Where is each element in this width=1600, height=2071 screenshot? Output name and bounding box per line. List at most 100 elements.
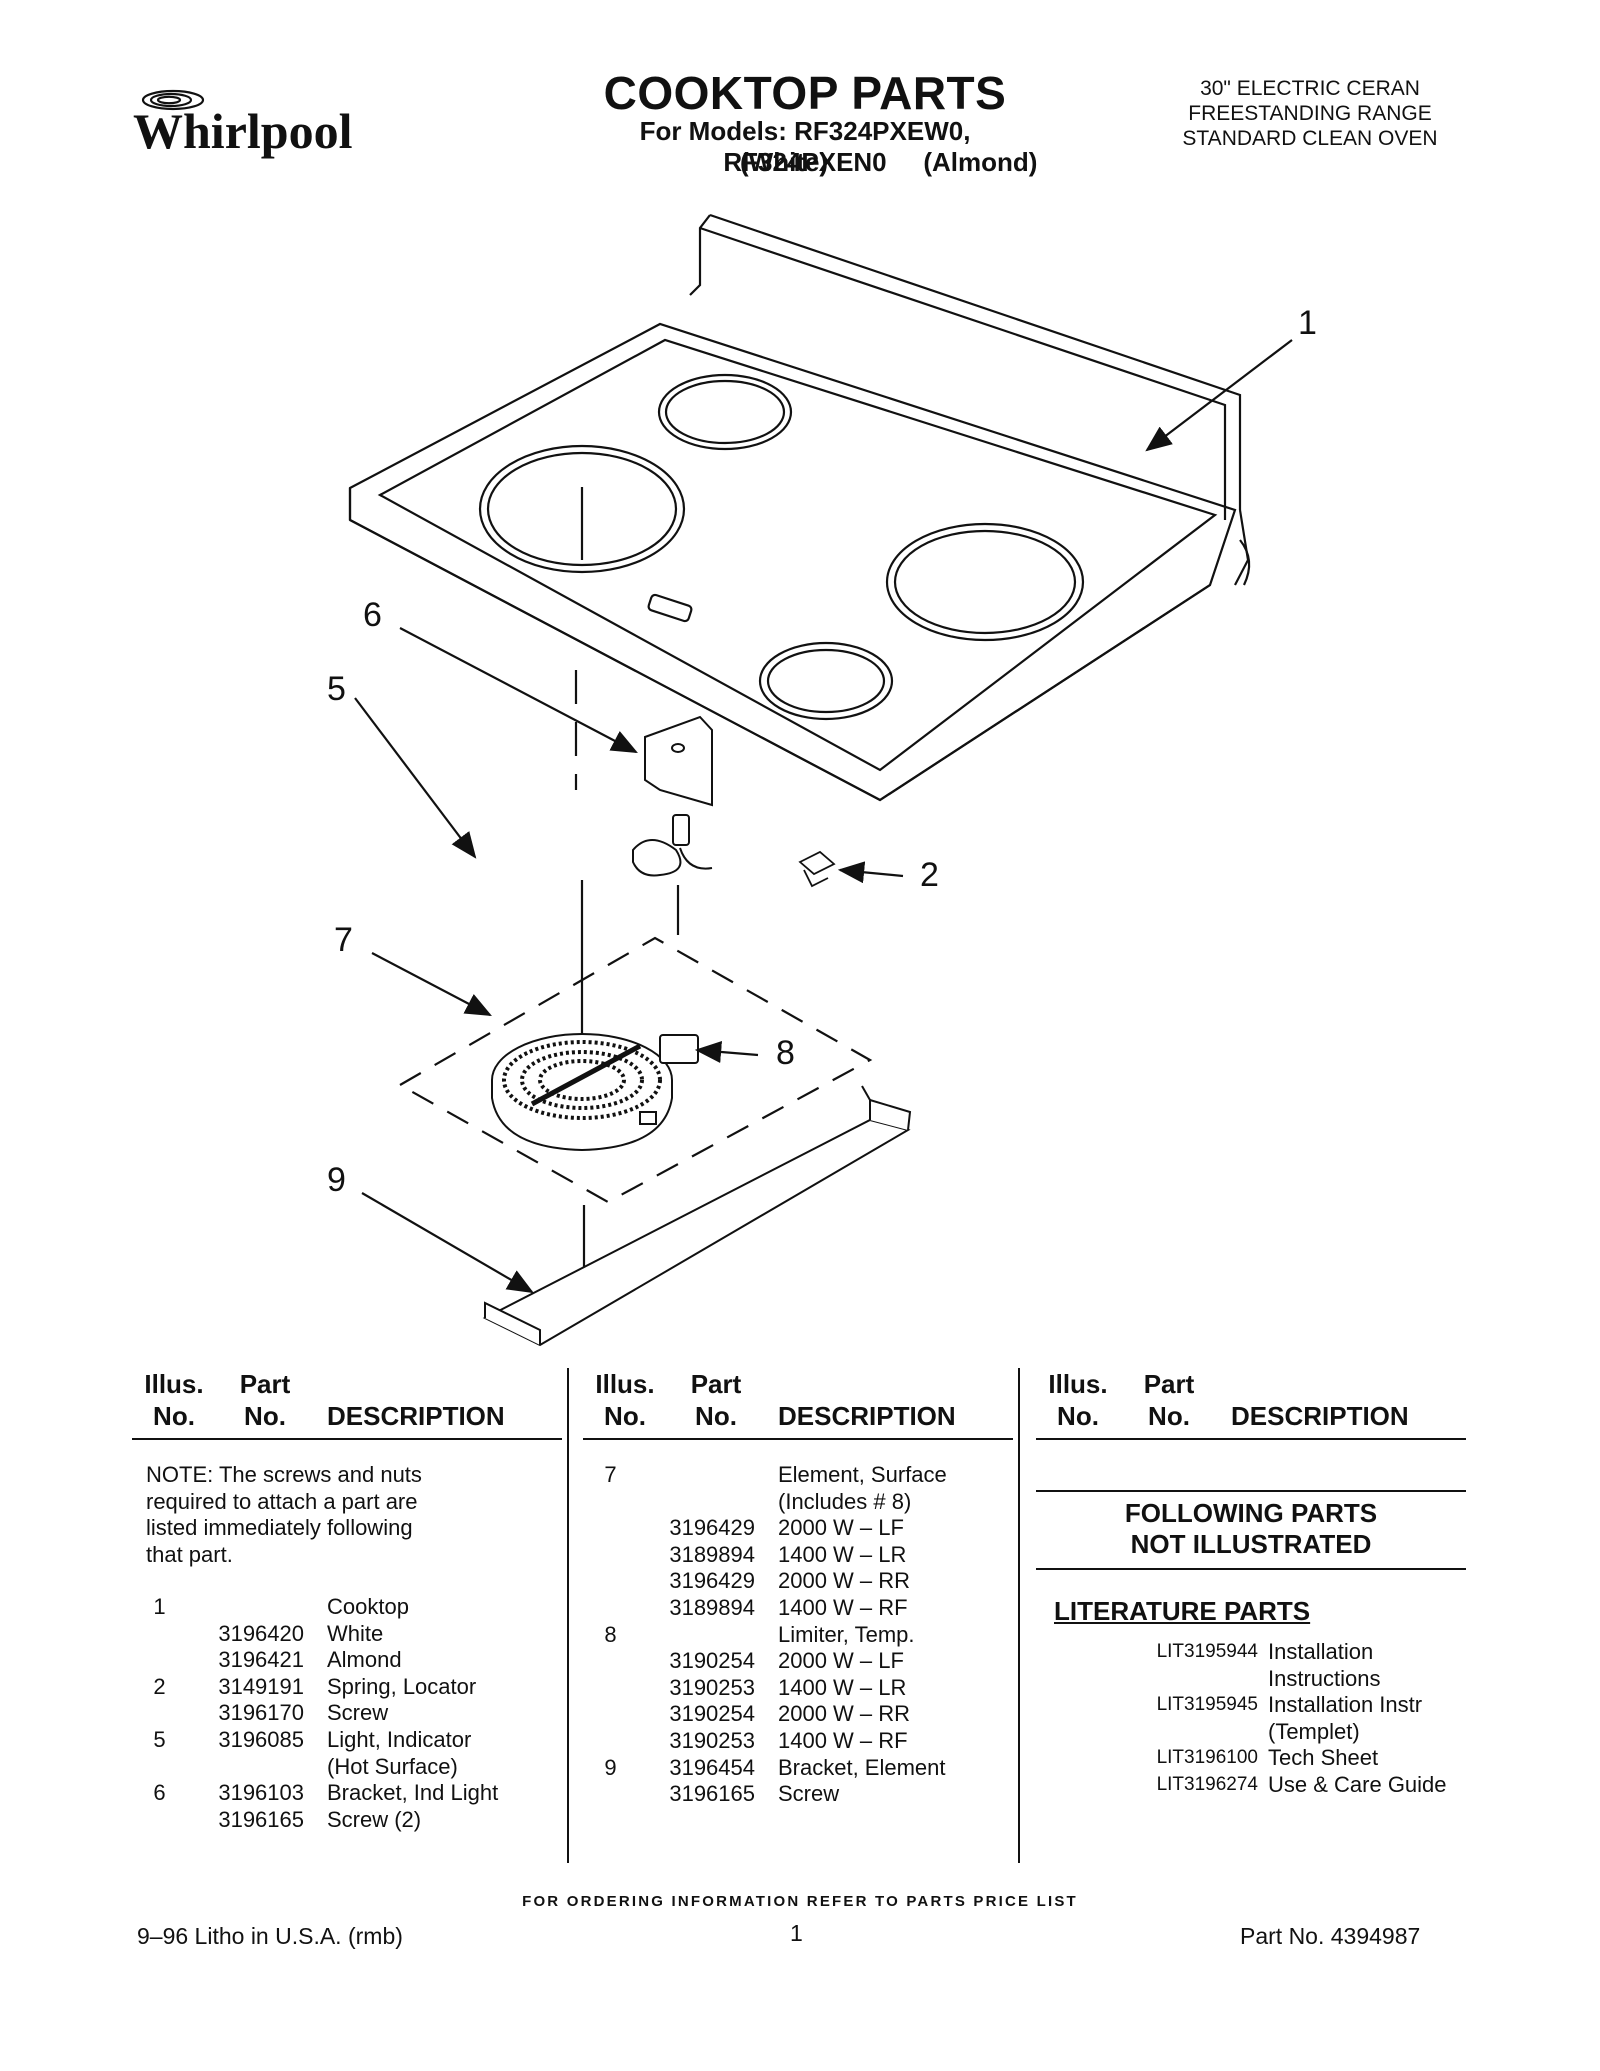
header-part-no: No. xyxy=(1148,1401,1190,1431)
description: Use & Care Guide xyxy=(1268,1771,1447,1797)
models-line: For Models: RF324PXEW0, RF324PXEN0 xyxy=(639,116,971,177)
callout-6: 6 xyxy=(363,596,382,634)
description: Element, Surface xyxy=(778,1462,947,1487)
document-part-number: Part No. 4394987 xyxy=(1240,1923,1421,1949)
table-row: LIT3196274 Use & Care Guide xyxy=(1036,1772,1466,1799)
column-divider xyxy=(1018,1368,1020,1863)
table-row: 3189894 1400 W – RF xyxy=(583,1595,1013,1622)
callout-1: 1 xyxy=(1298,304,1317,342)
indicator-light-bracket xyxy=(644,715,713,807)
description: 2000 W – LF xyxy=(778,1515,904,1541)
exploded-parts-diagram: 1 2 5 6 7 8 9 xyxy=(327,213,1317,1347)
callout-7: 7 xyxy=(334,921,353,959)
brand-wordmark: Whirlpool xyxy=(133,103,353,159)
variant-white: (White) xyxy=(740,147,829,177)
callout-9: 9 xyxy=(327,1161,346,1199)
description: Tech Sheet xyxy=(1268,1745,1379,1771)
description: 1400 W – RF xyxy=(778,1727,908,1753)
description: 1400 W – RF xyxy=(778,1594,908,1620)
part-no: LIT3196100 xyxy=(1156,1747,1258,1769)
header-illus-no: No. xyxy=(1057,1401,1099,1431)
page-number: 1 xyxy=(790,1920,803,1946)
description: Screw xyxy=(327,1700,389,1726)
description: Screw xyxy=(778,1781,840,1807)
cooktop-panel xyxy=(348,213,1251,802)
description: (Templet) xyxy=(1268,1718,1360,1744)
range-line-1: 30" ELECTRIC CERAN xyxy=(1200,77,1420,100)
element-mounting-plane xyxy=(397,936,873,1204)
description: (Includes # 8) xyxy=(778,1488,912,1514)
illus-no: 1 xyxy=(153,1594,166,1619)
header-illus: Illus. xyxy=(595,1369,655,1399)
header-part: Part xyxy=(1143,1369,1195,1399)
description: 2000 W – LF xyxy=(778,1648,904,1674)
part-no: 3190253 xyxy=(669,1674,755,1700)
part-no: LIT3196274 xyxy=(1156,1773,1258,1795)
column-divider xyxy=(567,1368,569,1863)
header-illus: Illus. xyxy=(144,1369,204,1399)
part-no: 3189894 xyxy=(669,1594,755,1620)
description: Limiter, Temp. xyxy=(778,1621,915,1647)
table-row: (Templet) xyxy=(1036,1719,1466,1746)
illus-no: 5 xyxy=(153,1726,166,1752)
literature-title: LITERATURE PARTS xyxy=(1054,1596,1311,1626)
description: 1400 W – LR xyxy=(778,1674,907,1700)
callout-8: 8 xyxy=(776,1034,795,1072)
table-row: Instructions xyxy=(1036,1666,1466,1693)
header-part-no: No. xyxy=(244,1401,286,1431)
table-row: 3190253 1400 W – RF xyxy=(583,1728,1013,1755)
description: Light, Indicator xyxy=(327,1726,472,1752)
part-no: 3196429 xyxy=(669,1515,755,1541)
part-no: 3196165 xyxy=(669,1781,755,1807)
part-no: 3196165 xyxy=(218,1806,304,1832)
description: Instructions xyxy=(1268,1665,1381,1691)
table-row: 8 Limiter, Temp. xyxy=(583,1622,1013,1649)
burner-rings xyxy=(478,373,1085,721)
table-row: LIT3196100 Tech Sheet xyxy=(1036,1745,1466,1772)
illus-no: 6 xyxy=(153,1780,166,1806)
part-no: 3190254 xyxy=(669,1648,755,1674)
description: (Hot Surface) xyxy=(327,1753,458,1779)
illus-no: 9 xyxy=(604,1754,617,1780)
table-row: (Hot Surface) xyxy=(132,1754,562,1781)
header-part: Part xyxy=(239,1369,291,1399)
model-variants: (White) (Almond) xyxy=(740,147,1060,178)
header-part: Part xyxy=(690,1369,742,1399)
illus-no: 2 xyxy=(153,1673,166,1699)
header-illus-no: No. xyxy=(604,1401,646,1431)
part-no: 3190254 xyxy=(669,1701,755,1727)
illus-no: 8 xyxy=(604,1621,617,1647)
variant-almond: (Almond) xyxy=(923,147,1038,177)
header-illus-no: No. xyxy=(153,1401,195,1431)
description: Spring, Locator xyxy=(327,1673,477,1699)
range-line-2: FREESTANDING RANGE xyxy=(1188,102,1432,125)
part-no: 3196170 xyxy=(218,1700,304,1726)
part-no: 3189894 xyxy=(669,1541,755,1567)
part-no: 3190253 xyxy=(669,1727,755,1753)
description: Installation Instr xyxy=(1268,1692,1423,1718)
header-description: DESCRIPTION xyxy=(1231,1401,1409,1431)
part-no: 3196421 xyxy=(218,1647,304,1673)
table-row: (Includes # 8) xyxy=(583,1489,1013,1516)
part-no: 3196429 xyxy=(669,1568,755,1594)
part-no: LIT3195945 xyxy=(1156,1694,1258,1716)
part-no: 3196085 xyxy=(218,1726,304,1752)
surface-element xyxy=(491,1033,699,1152)
table-row: LIT3195945 Installation Instr xyxy=(1036,1692,1466,1719)
part-no: 3196103 xyxy=(218,1780,304,1806)
not-illustrated-line-1: FOLLOWING PARTS xyxy=(1124,1498,1378,1528)
